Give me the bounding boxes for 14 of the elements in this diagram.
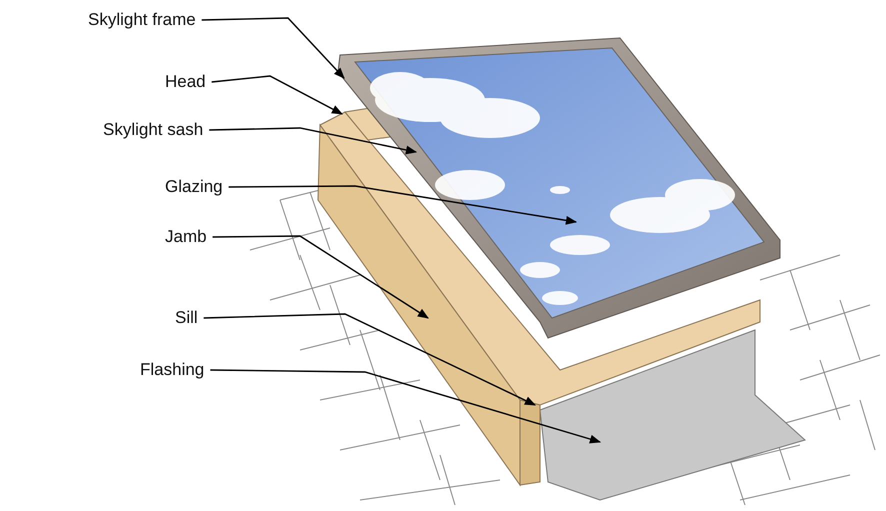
leader-line [212, 75, 343, 115]
part-label: Sill [175, 308, 198, 328]
leader-line [228, 185, 578, 225]
leader-line [212, 235, 429, 319]
leader-line [209, 127, 418, 154]
leader-line [204, 313, 536, 406]
part-label: Jamb [165, 227, 207, 247]
leader-line [202, 17, 345, 79]
part-label: Skylight frame [88, 10, 196, 30]
leader-line [210, 369, 602, 444]
part-label: Glazing [165, 177, 223, 197]
part-label: Skylight sash [103, 120, 204, 140]
part-label: Head [165, 72, 206, 92]
part-label: Flashing [140, 360, 204, 380]
